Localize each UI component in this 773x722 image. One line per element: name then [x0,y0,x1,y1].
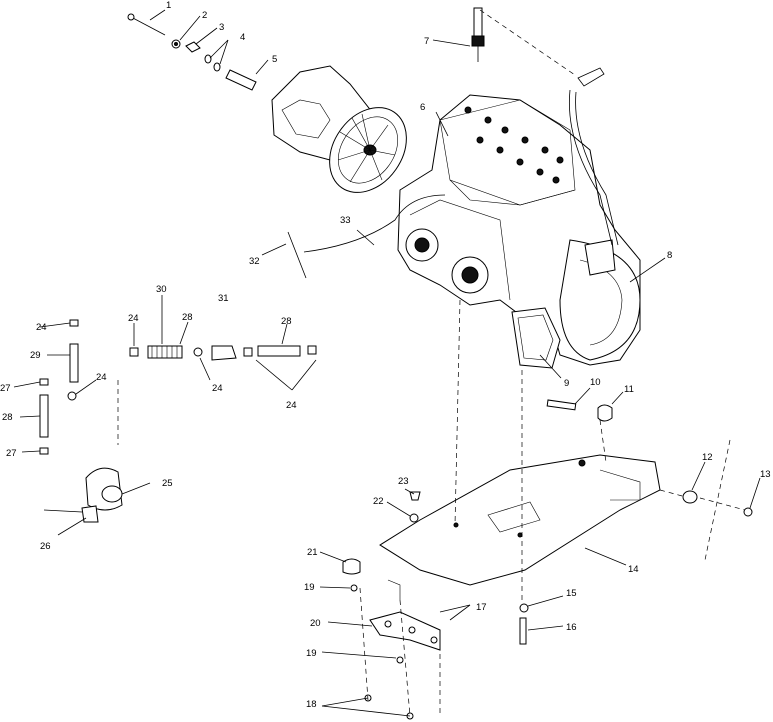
callout-15: 15 [566,588,577,599]
callout-27-upper: 27 [0,383,11,394]
callout-21: 21 [307,547,318,558]
callout-19-lower: 19 [306,648,317,659]
callout-10: 10 [590,377,601,388]
callout-23: 23 [398,476,409,487]
callout-17: 17 [476,602,487,613]
callout-14: 14 [628,564,639,575]
callout-4: 4 [240,32,245,43]
callout-30: 30 [156,284,167,295]
callout-12: 12 [702,452,713,463]
engine-mount-plate [379,454,661,586]
spark-plug [471,7,485,62]
callout-28-left: 28 [2,412,13,423]
callout-24-top: 24 [128,313,139,324]
callout-22: 22 [373,496,384,507]
callout-7: 7 [424,36,429,47]
callout-32: 32 [249,256,260,267]
callout-2: 2 [202,10,207,21]
callout-28-right: 28 [281,316,292,327]
callout-1: 1 [166,0,171,11]
callout-25: 25 [162,478,173,489]
callout-27-lower: 27 [6,448,17,459]
leader-lines [13,9,761,717]
callout-13: 13 [760,469,771,480]
callout-9: 9 [564,378,569,389]
spark-plug-wire [569,67,619,246]
callout-26: 26 [40,541,51,552]
callout-20: 20 [310,618,321,629]
recoil-starter-assembly [271,65,407,193]
callout-16: 16 [566,622,577,633]
engine-block [397,94,641,369]
throttle-rod [287,231,307,279]
callout-3: 3 [219,22,224,33]
callout-6: 6 [420,102,425,113]
callout-24-right: 24 [212,383,223,394]
alignment-lines [359,9,746,717]
fuel-pump [43,467,123,523]
callout-11: 11 [624,384,634,395]
choke-cable [303,194,446,253]
small-hardware [342,399,753,720]
callout-8: 8 [667,250,672,261]
callout-31: 31 [218,293,229,304]
callout-18: 18 [306,699,317,710]
callout-19-upper: 19 [304,582,315,593]
callout-29: 29 [30,350,41,361]
fuel-line-components [39,319,317,455]
callout-24-mid: 24 [96,372,107,383]
callout-28-mid: 28 [182,312,193,323]
mounting-hardware-top [127,13,257,91]
callout-33: 33 [340,215,351,226]
callout-24-left: 24 [36,322,47,333]
callout-24-bottom: 24 [286,400,297,411]
lower-mount-bracket [369,579,441,651]
callout-5: 5 [272,54,277,65]
